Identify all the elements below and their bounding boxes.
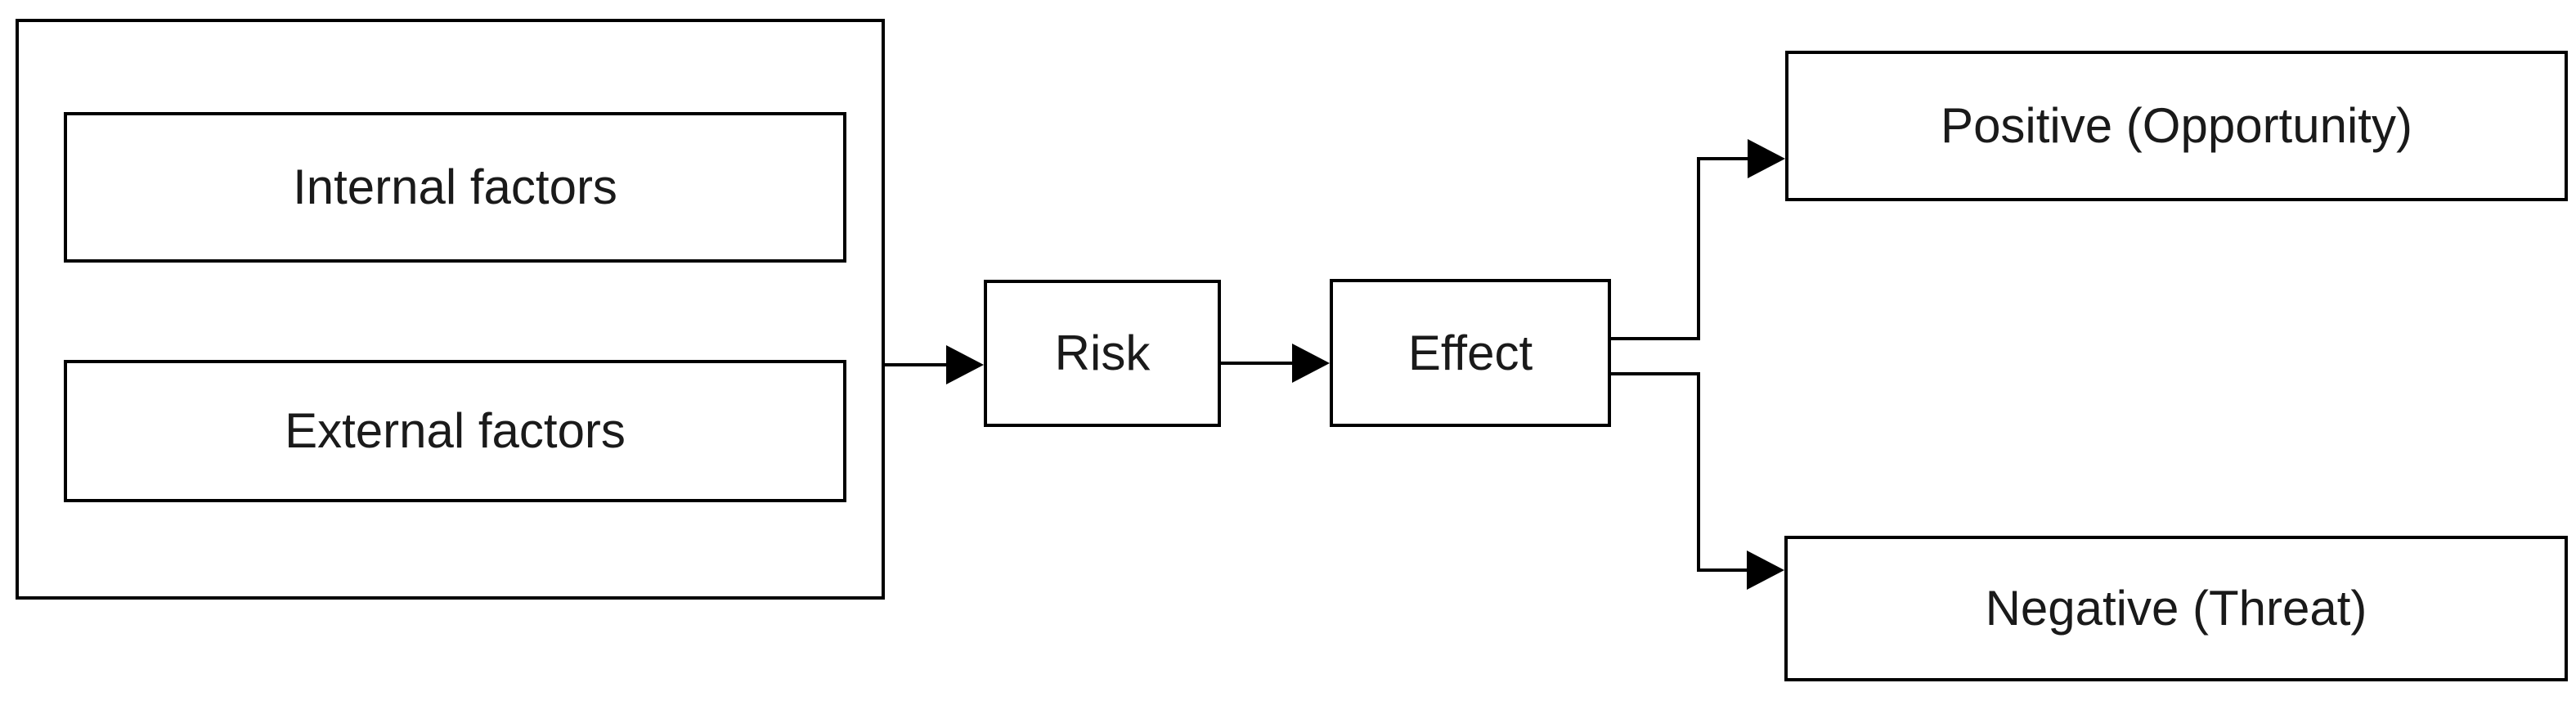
node-positive-opportunity: Positive (Opportunity) — [1785, 51, 2568, 201]
edge-risk-to-effect-line — [1221, 362, 1295, 365]
arrowhead-factors-to-risk — [946, 345, 984, 384]
node-risk-label: Risk — [1054, 326, 1151, 380]
node-negative-threat-label: Negative (Threat) — [1985, 581, 2367, 636]
node-external-factors-label: External factors — [285, 403, 626, 458]
edge-effect-to-negative-stub — [1611, 372, 1700, 375]
group-box-factors — [16, 19, 885, 600]
node-external-factors: External factors — [64, 360, 846, 502]
edge-effect-to-negative-horizontal — [1697, 568, 1751, 572]
node-internal-factors-label: Internal factors — [293, 160, 617, 214]
edge-factors-to-risk-line — [885, 363, 949, 366]
arrowhead-effect-to-positive — [1748, 139, 1785, 178]
edge-effect-to-positive-vertical — [1697, 157, 1700, 340]
node-effect-label: Effect — [1407, 325, 1533, 380]
arrowhead-risk-to-effect — [1292, 344, 1330, 383]
arrowhead-effect-to-negative — [1747, 550, 1784, 590]
node-risk: Risk — [984, 280, 1221, 427]
node-internal-factors: Internal factors — [64, 112, 846, 263]
edge-effect-to-positive-horizontal — [1697, 157, 1751, 160]
edge-effect-to-negative-vertical — [1697, 372, 1700, 572]
edge-effect-to-positive-stub — [1611, 337, 1700, 340]
node-negative-threat: Negative (Threat) — [1784, 536, 2568, 681]
node-positive-opportunity-label: Positive (Opportunity) — [1941, 98, 2412, 153]
node-effect: Effect — [1330, 279, 1611, 427]
